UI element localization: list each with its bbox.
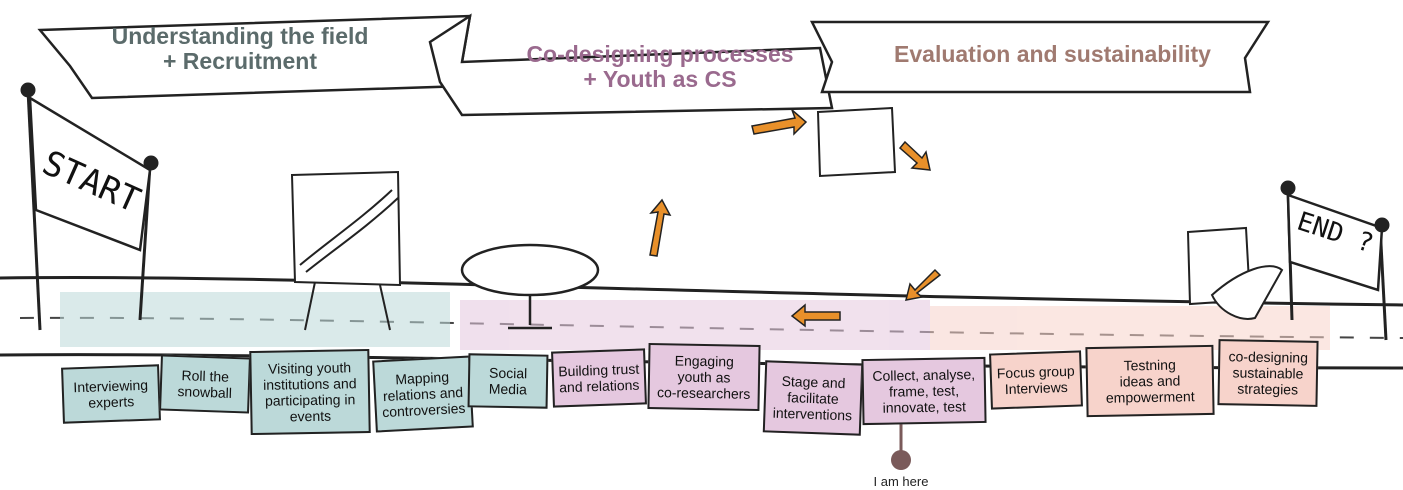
mapping-board: [290, 170, 402, 331]
you-are-here-marker: [891, 424, 911, 470]
end-sign: [1280, 180, 1390, 341]
phase-banners: [37, 13, 1271, 117]
start-sign: [20, 82, 159, 331]
step-collect-analyse: Collect, analyse,frame, test,innovate, t…: [861, 356, 987, 426]
flipchart: [816, 106, 897, 178]
phase-title-3: Evaluation and sustainability: [894, 41, 1211, 67]
marker-label: I am here: [873, 474, 929, 489]
banner-3: [809, 20, 1271, 94]
road: [0, 276, 1403, 370]
flow-arrows: [649, 109, 942, 328]
round-table: [460, 243, 600, 330]
phase-title-1: Understanding the field + Recruitment: [111, 23, 369, 74]
checklist: [1186, 226, 1284, 320]
phase-title-2: Co-designing processes + Youth as CS: [526, 41, 794, 92]
